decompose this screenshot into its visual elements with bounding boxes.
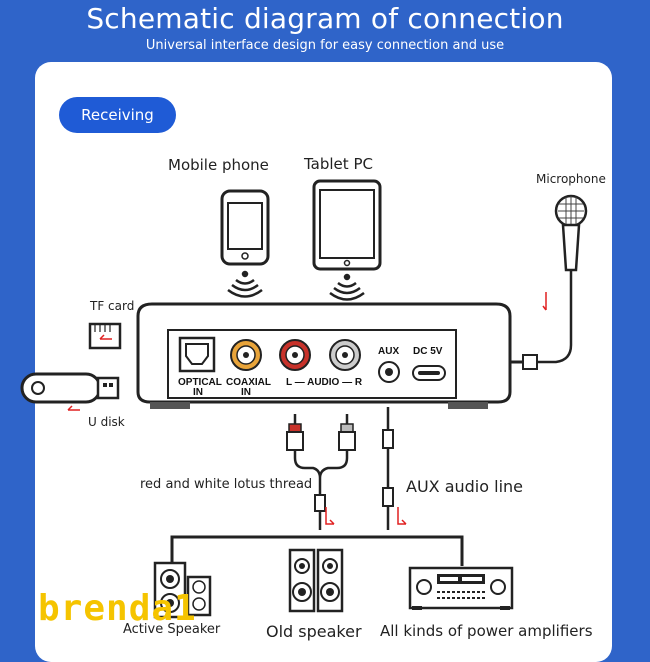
mobile-phone-label: Mobile phone: [168, 156, 269, 174]
microphone-label: Microphone: [536, 172, 606, 186]
tablet-icon: [312, 179, 382, 271]
rca-cable: [286, 414, 356, 530]
audio-label: L — AUDIO — R: [286, 377, 363, 388]
coaxial-in-label: IN: [241, 387, 251, 398]
receiving-mode-badge: Receiving mode: [59, 97, 176, 160]
amplifier-icon: [408, 566, 514, 610]
old-speaker-icon: [288, 548, 344, 613]
aux-arrow-icon: [397, 507, 407, 525]
active-speaker-label: Active Speaker: [123, 622, 221, 637]
page-subtitle: Universal interface design for easy conn…: [145, 38, 505, 53]
aux-cable-label: AUX audio line: [406, 477, 523, 496]
dc-port: [412, 365, 446, 381]
mobile-phone-icon: [220, 189, 270, 266]
dc-label: DC 5V: [413, 346, 443, 357]
active-speaker-icon: [153, 561, 212, 619]
microphone-arrow-icon: [542, 292, 547, 311]
optical-label: OPTICAL: [178, 377, 222, 388]
u-disk-icon: [20, 372, 120, 404]
aux-cable: [382, 407, 394, 530]
u-disk-label: U disk: [88, 415, 125, 429]
microphone-icon: [507, 194, 588, 370]
page-title: Schematic diagram of connection: [86, 2, 564, 35]
tf-card-icon: [88, 322, 122, 350]
bluetooth-signal-icon: [227, 270, 263, 298]
watermark: brenda1: [38, 588, 197, 629]
output-bus-line: [170, 535, 464, 566]
bluetooth-signal-icon-2: [329, 273, 365, 301]
lotus-cable-label: red and white lotus thread: [140, 477, 313, 492]
audio-left-port: [279, 339, 311, 371]
aux-port: [378, 361, 400, 383]
optical-in-label: IN: [193, 387, 203, 398]
amplifiers-label: All kinds of power amplifiers: [380, 622, 593, 640]
tf-card-label: TF card: [90, 299, 135, 313]
tablet-label: Tablet PC: [304, 155, 373, 173]
optical-port: [178, 336, 216, 373]
rca-arrow-icon: [325, 507, 335, 525]
aux-label: AUX: [378, 346, 400, 357]
audio-right-port: [329, 339, 361, 371]
coaxial-label: COAXIAL: [226, 377, 271, 388]
u-disk-arrow-icon: [67, 405, 80, 411]
coaxial-port: [230, 339, 262, 371]
old-speaker-label: Old speaker: [266, 622, 362, 641]
tf-card-arrow-icon: [99, 334, 112, 340]
